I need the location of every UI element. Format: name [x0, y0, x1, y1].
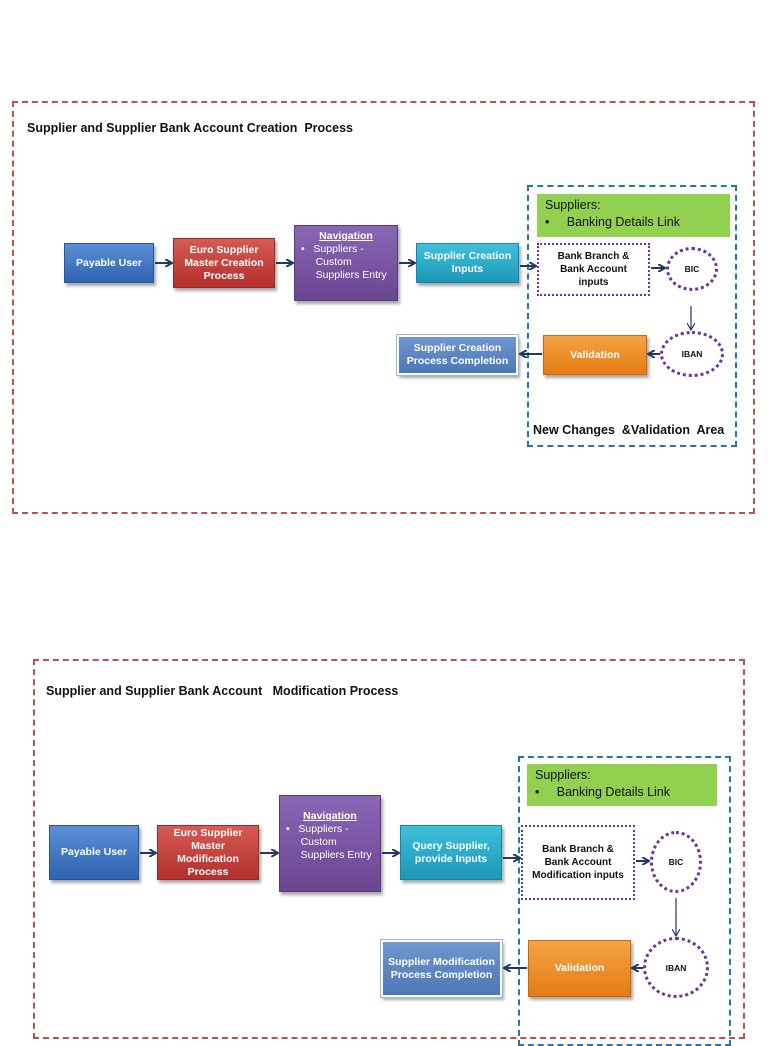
creation-bank-branch-box: Bank Branch & Bank Account inputs — [537, 243, 650, 296]
modification-completion-box: Supplier Modification Process Completion — [380, 939, 503, 998]
modification-inputs-line: Query Supplier, — [412, 839, 490, 852]
creation-validation-box: Validation — [543, 335, 647, 375]
creation-completion-line: Supplier Creation — [413, 342, 502, 354]
creation-navigation-line: Suppliers Entry — [301, 269, 387, 281]
modification-navigation-box: Navigation • Suppliers - Custom Supplier… — [279, 795, 381, 892]
creation-inputs-line: Supplier Creation — [423, 250, 512, 262]
modification-completion-line: Supplier Modification — [388, 955, 495, 968]
modification-bic-circle: BIC — [650, 831, 702, 893]
creation-navigation-line: • Suppliers - — [301, 243, 364, 255]
modification-bank-branch-line: Modification inputs — [532, 870, 624, 881]
modification-inputs-box: Query Supplier, provide Inputs — [400, 825, 502, 880]
creation-inputs-line: Inputs — [451, 263, 484, 275]
creation-bank-branch-line: inputs — [578, 277, 609, 288]
modification-euro-master-line: Euro Supplier — [173, 826, 243, 839]
creation-navigation-title: Navigation — [319, 230, 373, 242]
creation-banking-link: • Banking Details Link — [545, 215, 680, 229]
modification-suppliers-banking-box: Suppliers: • Banking Details Link — [527, 764, 717, 806]
creation-validation-area — [527, 185, 737, 447]
modification-bank-branch-line: Bank Account — [544, 857, 612, 868]
creation-euro-master-line: Euro Supplier — [189, 243, 259, 256]
flow-arrows — [140, 0, 768, 1024]
creation-bic-circle: BIC — [666, 247, 718, 291]
modification-euro-master-line: Master — [191, 839, 225, 852]
modification-navigation-line: Custom — [286, 836, 337, 848]
modification-banking-link: • Banking Details Link — [535, 785, 670, 799]
creation-suppliers-label: Suppliers: — [545, 198, 601, 212]
creation-navigation-line: Custom — [301, 256, 352, 268]
creation-euro-master-box: Euro Supplier Master Creation Process — [173, 238, 275, 288]
modification-euro-master-line: Modification — [177, 852, 239, 865]
creation-payable-user-box: Payable User — [64, 243, 154, 283]
modification-bank-branch-line: Bank Branch & — [542, 844, 614, 855]
creation-process-panel — [12, 101, 755, 514]
modification-process-title: Supplier and Supplier Bank Account Modif… — [46, 684, 399, 698]
creation-euro-master-line: Process — [203, 269, 245, 282]
creation-navigation-box: Navigation • Suppliers - Custom Supplier… — [294, 225, 398, 301]
creation-suppliers-banking-box: Suppliers: • Banking Details Link — [537, 194, 730, 237]
modification-iban-circle: IBAN — [643, 937, 709, 998]
creation-completion-line: Process Completion — [406, 355, 509, 367]
modification-inputs-line: provide Inputs — [414, 852, 488, 865]
creation-completion-box: Supplier Creation Process Completion — [396, 334, 519, 376]
creation-bank-branch-line: Bank Branch & — [557, 251, 630, 262]
modification-suppliers-label: Suppliers: — [535, 768, 591, 782]
creation-euro-master-line: Master Creation — [184, 256, 264, 269]
modification-completion-line: Process Completion — [390, 968, 493, 981]
modification-navigation-line: Suppliers Entry — [286, 849, 372, 861]
modification-payable-user-box: Payable User — [49, 825, 139, 880]
creation-process-title: Supplier and Supplier Bank Account Creat… — [27, 121, 353, 135]
creation-bank-branch-line: Bank Account — [560, 264, 627, 275]
creation-inputs-box: Supplier Creation Inputs — [416, 243, 519, 283]
modification-validation-box: Validation — [528, 940, 631, 997]
creation-area-label: New Changes &Validation Area — [533, 423, 725, 437]
creation-iban-circle: IBAN — [660, 331, 724, 377]
modification-euro-master-box: Euro Supplier Master Modification Proces… — [157, 825, 259, 880]
modification-bank-branch-box: Bank Branch & Bank Account Modification … — [521, 825, 635, 900]
modification-navigation-title: Navigation — [303, 810, 357, 822]
modification-navigation-line: • Suppliers - — [286, 823, 349, 835]
modification-euro-master-line: Process — [187, 865, 229, 878]
